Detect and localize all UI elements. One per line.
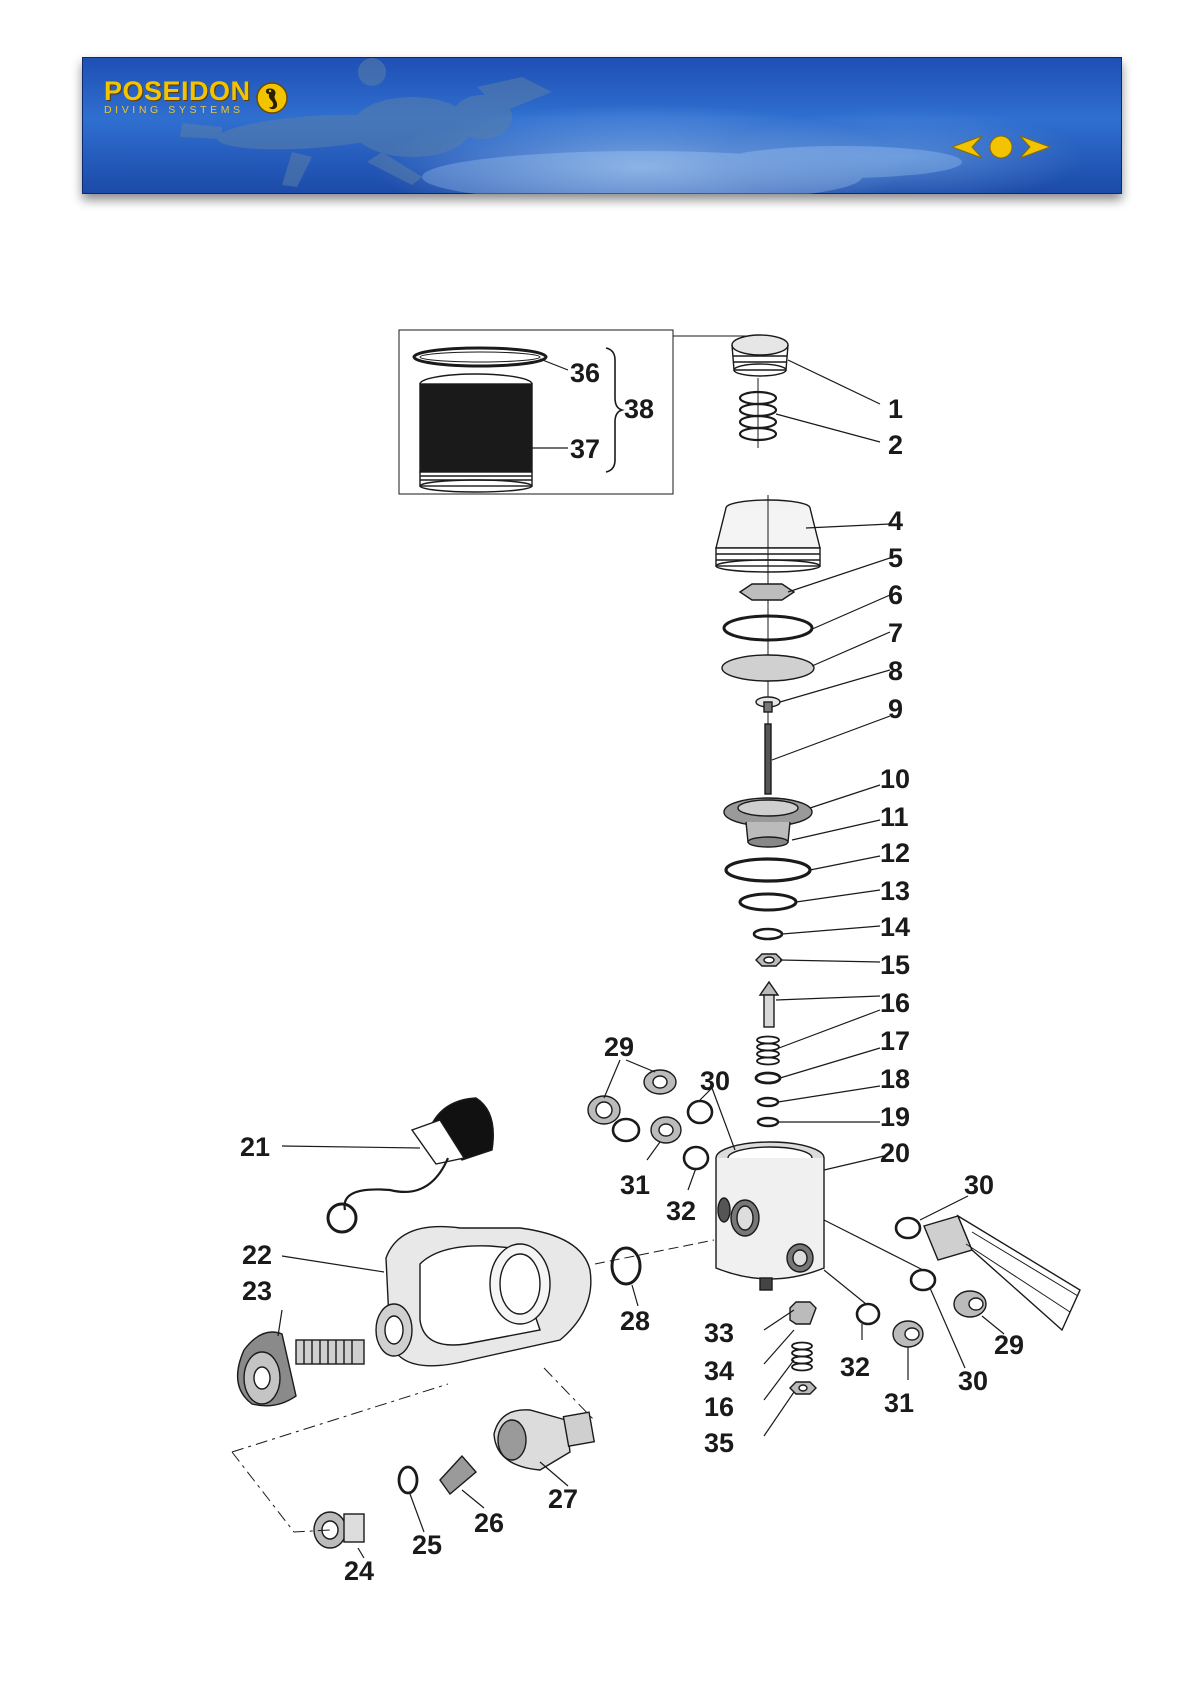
part-1-cap — [732, 335, 788, 376]
label-1: 1 — [888, 394, 903, 424]
part-14-o-ring — [754, 929, 782, 939]
part-labels: 36 38 37 1 2 4 5 6 7 8 9 10 11 12 13 14 … — [240, 358, 1024, 1586]
label-30-left: 30 — [700, 1066, 730, 1096]
label-30-right-top: 30 — [964, 1170, 994, 1200]
part-30-o-ring-right — [896, 1218, 920, 1238]
label-10: 10 — [880, 764, 910, 794]
label-26: 26 — [474, 1508, 504, 1538]
label-17: 17 — [880, 1026, 910, 1056]
part-34-spring — [792, 1343, 812, 1371]
part-32-o-ring-left — [684, 1147, 708, 1169]
part-25-o-ring — [399, 1467, 417, 1493]
label-28: 28 — [620, 1306, 650, 1336]
label-37: 37 — [570, 434, 600, 464]
label-12: 12 — [880, 838, 910, 868]
part-10-seat — [724, 798, 812, 847]
part-16-poppet — [760, 982, 778, 1027]
label-19: 19 — [880, 1102, 910, 1132]
label-24: 24 — [344, 1556, 374, 1586]
label-9: 9 — [888, 694, 903, 724]
part-5-nut — [740, 584, 794, 600]
label-2: 2 — [888, 430, 903, 460]
label-29-right: 29 — [994, 1330, 1024, 1360]
label-25: 25 — [412, 1530, 442, 1560]
part-19-o-ring — [758, 1098, 778, 1106]
part-31-plug-left — [651, 1117, 681, 1143]
part-27-fitting — [494, 1410, 594, 1470]
part-7-diaphragm — [722, 655, 814, 681]
label-11: 11 — [880, 802, 909, 832]
part-hose-fitting — [924, 1216, 1080, 1330]
label-6: 6 — [888, 580, 903, 610]
label-33: 33 — [704, 1318, 734, 1348]
part-15-nut — [756, 954, 782, 966]
label-34: 34 — [704, 1356, 734, 1386]
part-31-plug-right — [893, 1321, 923, 1347]
part-26-filter-cone — [440, 1456, 476, 1494]
part-30-o-ring-lower-right — [911, 1270, 935, 1290]
part-30-o-ring-left — [613, 1119, 639, 1141]
part-21-dust-cap — [328, 1098, 493, 1232]
label-15: 15 — [880, 950, 910, 980]
part-18-washer — [756, 1073, 780, 1083]
part-33-nut — [790, 1302, 816, 1324]
part-17-spring — [757, 1037, 779, 1065]
label-32-right: 32 — [840, 1352, 870, 1382]
label-8: 8 — [888, 656, 903, 686]
part-12-o-ring — [726, 859, 810, 881]
label-30-right-bottom: 30 — [958, 1366, 988, 1396]
part-36-ring — [414, 348, 546, 366]
label-16-top: 16 — [880, 988, 910, 1018]
label-35: 35 — [704, 1428, 734, 1458]
label-18: 18 — [880, 1064, 910, 1094]
label-38: 38 — [624, 394, 654, 424]
label-23: 23 — [242, 1276, 272, 1306]
part-32-o-ring-right — [857, 1304, 879, 1324]
label-16-bottom: 16 — [704, 1392, 734, 1422]
part-29-plug-right — [954, 1291, 986, 1317]
part-29-plug-upper — [644, 1070, 676, 1094]
label-27: 27 — [548, 1484, 578, 1514]
part-28-o-ring — [612, 1248, 640, 1284]
part-8-plate — [756, 697, 780, 712]
label-13: 13 — [880, 876, 910, 906]
part-13-o-ring — [740, 894, 796, 910]
label-7: 7 — [888, 618, 903, 648]
label-22: 22 — [242, 1240, 272, 1270]
label-31-right: 31 — [884, 1388, 914, 1418]
part-37-filter — [420, 374, 532, 492]
label-5: 5 — [888, 543, 903, 573]
label-31-left: 31 — [620, 1170, 650, 1200]
part-9-pin — [765, 724, 771, 794]
label-29-left: 29 — [604, 1032, 634, 1062]
part-23-yoke-screw — [238, 1332, 364, 1406]
part-29-plug-left — [588, 1096, 620, 1124]
label-4: 4 — [888, 506, 903, 536]
label-20: 20 — [880, 1138, 910, 1168]
part-20-main-body — [716, 1142, 824, 1290]
label-21: 21 — [240, 1132, 270, 1162]
part-22-yoke — [376, 1227, 591, 1366]
part-30-o-ring-upper — [688, 1101, 712, 1123]
label-32-left: 32 — [666, 1196, 696, 1226]
label-14: 14 — [880, 912, 910, 942]
label-36: 36 — [570, 358, 600, 388]
